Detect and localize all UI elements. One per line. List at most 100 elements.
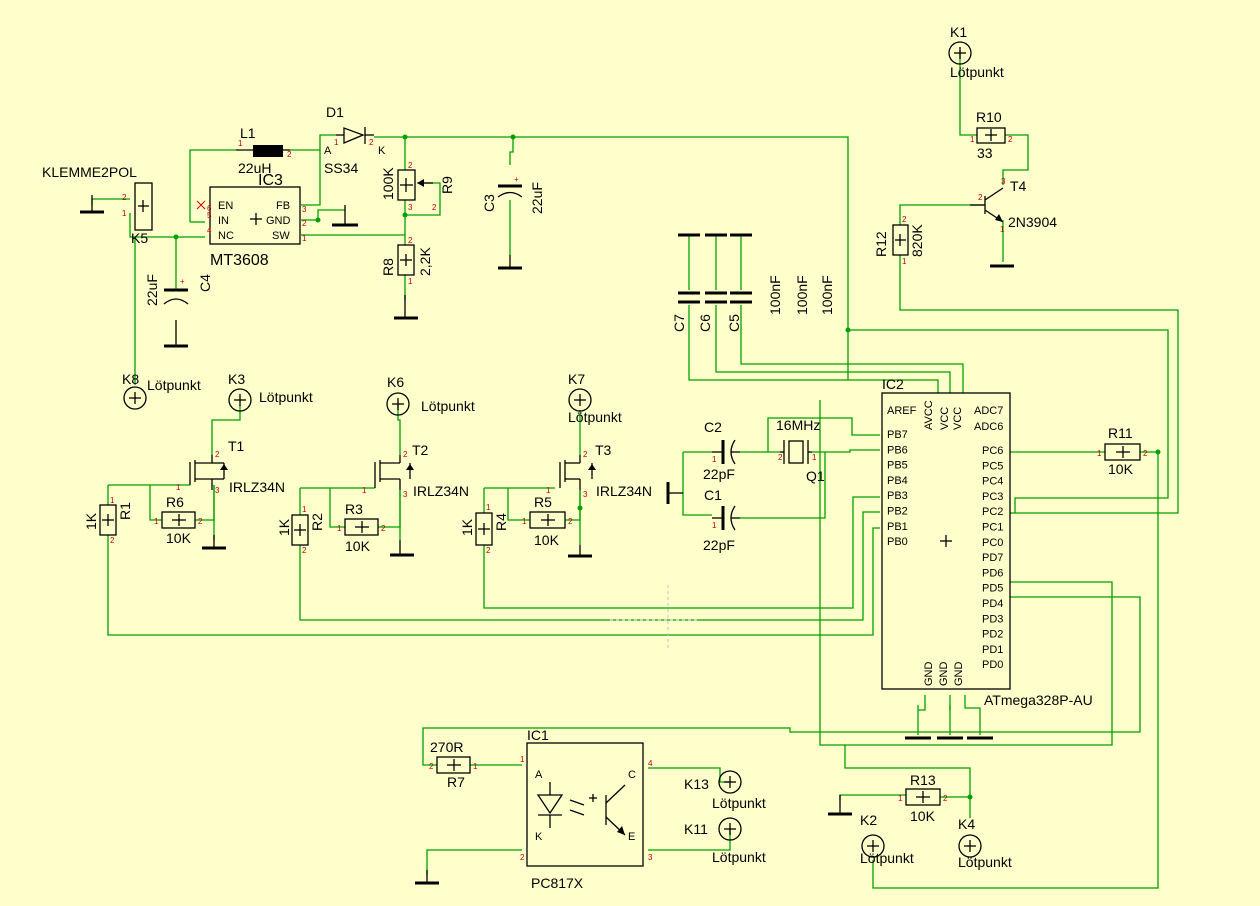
svg-text:1: 1 <box>902 257 907 266</box>
r8-value: 2,2K <box>417 247 433 276</box>
capacitor-c6[interactable]: C6 100nF <box>697 275 810 332</box>
c6-ref: C6 <box>697 314 713 332</box>
solder-pad-k13[interactable]: K13 Lötpunkt <box>684 770 766 811</box>
resistor-r2[interactable]: 12 1K R2 <box>276 505 325 555</box>
ic2-pin-gnd-1: GND <box>923 662 935 687</box>
capacitor-c4[interactable]: + 22uF C4 <box>144 274 213 306</box>
mosfet-t3[interactable]: 123 T3 IRLZ34N <box>546 442 652 499</box>
svg-text:2: 2 <box>287 150 292 159</box>
resistor-r12[interactable]: 21 R12 820K <box>873 215 925 266</box>
d1-ref: D1 <box>326 104 344 120</box>
svg-text:2: 2 <box>408 161 413 170</box>
svg-text:1: 1 <box>362 486 367 495</box>
q1-ref: Q1 <box>806 468 825 484</box>
ic-ic3[interactable]: EN IN NC FB GND SW 546 321 IC3 MT3608 <box>196 172 307 269</box>
ic2-pin-pd6: PD6 <box>982 567 1003 579</box>
ic2-pin-vcc-3: VCC <box>952 407 964 430</box>
k8-ref: K8 <box>122 371 139 387</box>
k4-value: Lötpunkt <box>958 854 1012 870</box>
ic3-ref: IC3 <box>258 172 283 189</box>
svg-text:2: 2 <box>403 450 408 459</box>
k2-ref: K2 <box>860 812 877 828</box>
solder-pad-k3[interactable]: K3 Lötpunkt <box>228 371 313 412</box>
svg-text:3: 3 <box>403 490 408 499</box>
capacitor-c2[interactable]: 1 C2 22pF <box>703 419 740 482</box>
t4-ref: T4 <box>1010 178 1027 194</box>
klemme-name: KLEMME2POL <box>42 164 137 180</box>
ic-ic1-optocoupler[interactable]: A K C E 12 43 IC1 PC817X <box>520 727 653 891</box>
solder-pad-k4[interactable]: K4 Lötpunkt <box>958 816 1012 870</box>
ic2-pin-pb1: PB1 <box>887 521 908 533</box>
svg-text:2: 2 <box>520 853 525 862</box>
capacitor-c7[interactable]: C7 100nF <box>671 275 783 332</box>
capacitor-c5[interactable]: C5 100nF <box>726 275 835 332</box>
svg-text:3: 3 <box>215 486 220 495</box>
inductor-l1[interactable]: 12 L1 22uH <box>236 125 292 176</box>
svg-text:1: 1 <box>154 517 159 526</box>
terminal-klemme2pol[interactable]: 21 KLEMME2POL K5 <box>42 164 153 246</box>
svg-text:1: 1 <box>176 483 181 492</box>
ic2-pin-pb4: PB4 <box>887 475 908 487</box>
solder-pad-k1[interactable]: K1 Lötpunkt <box>948 24 1004 80</box>
r6-ref: R6 <box>166 494 184 510</box>
svg-text:6: 6 <box>207 204 212 213</box>
resistor-r4[interactable]: 12 1K R4 <box>459 503 509 555</box>
svg-text:2: 2 <box>122 193 127 202</box>
r10-ref: R10 <box>976 109 1002 125</box>
capacitor-c1[interactable]: 1 C1 22pF <box>703 487 740 553</box>
svg-text:2: 2 <box>583 450 588 459</box>
c4-ref: C4 <box>197 274 213 292</box>
solder-pad-k2[interactable]: K2 Lötpunkt <box>860 812 914 866</box>
ic2-pin-pd7: PD7 <box>982 552 1003 564</box>
r1-value: 1K <box>83 512 99 530</box>
solder-pad-k8[interactable]: K8 Lötpunkt <box>122 371 201 410</box>
capacitor-c3[interactable]: + C3 22uF <box>481 175 545 214</box>
c7-value: 100nF <box>767 275 783 315</box>
ic2-pin-pb3: PB3 <box>887 490 908 502</box>
mosfet-t2[interactable]: 123 T2 IRLZ34N <box>362 442 469 499</box>
resistor-r8[interactable]: 21 R8 2,2K <box>380 236 433 286</box>
solder-pad-k11[interactable]: K11 Lötpunkt <box>684 817 766 865</box>
r3-ref: R3 <box>345 501 363 517</box>
t1-ref: T1 <box>228 438 245 454</box>
svg-text:1: 1 <box>110 496 115 505</box>
k11-value: Lötpunkt <box>712 849 766 865</box>
r8-ref: R8 <box>380 258 396 276</box>
ic2-pin-gnd-3: GND <box>953 662 965 687</box>
k6-value: Lötpunkt <box>421 398 475 414</box>
junction-dots <box>173 134 1161 800</box>
ic1-value: PC817X <box>531 875 584 891</box>
ic2-right-pins: PC6PC5PC4PC3PC2PC1PC0PD7PD6PD5PD4PD3PD2P… <box>982 445 1003 671</box>
svg-text:1: 1 <box>122 209 127 218</box>
ic3-pin-in: IN <box>218 215 229 227</box>
c1-ref: C1 <box>704 487 722 503</box>
resistor-r1[interactable]: 12 1K R1 <box>83 496 133 545</box>
svg-text:1: 1 <box>520 755 525 764</box>
mosfet-t1[interactable]: 123 T1 IRLZ34N <box>176 438 285 495</box>
r12-value: 820K <box>909 224 925 257</box>
ic3-pin-gnd: GND <box>266 215 291 227</box>
svg-text:2: 2 <box>302 219 307 228</box>
solder-pad-k6[interactable]: K6 Lötpunkt <box>386 374 475 416</box>
solder-pad-k7[interactable]: K7 Lötpunkt <box>568 371 622 425</box>
svg-text:2: 2 <box>302 546 307 555</box>
ic-ic2[interactable]: IC2 ATmega328P-AU PB7PB6PB5PB4PB3PB2PB1P… <box>881 376 1093 708</box>
transistor-t4[interactable]: 321 T4 2N3904 <box>970 177 1057 234</box>
svg-text:1: 1 <box>408 277 413 286</box>
r4-value: 1K <box>459 518 475 536</box>
svg-text:1: 1 <box>712 455 717 464</box>
svg-text:2: 2 <box>429 762 434 771</box>
